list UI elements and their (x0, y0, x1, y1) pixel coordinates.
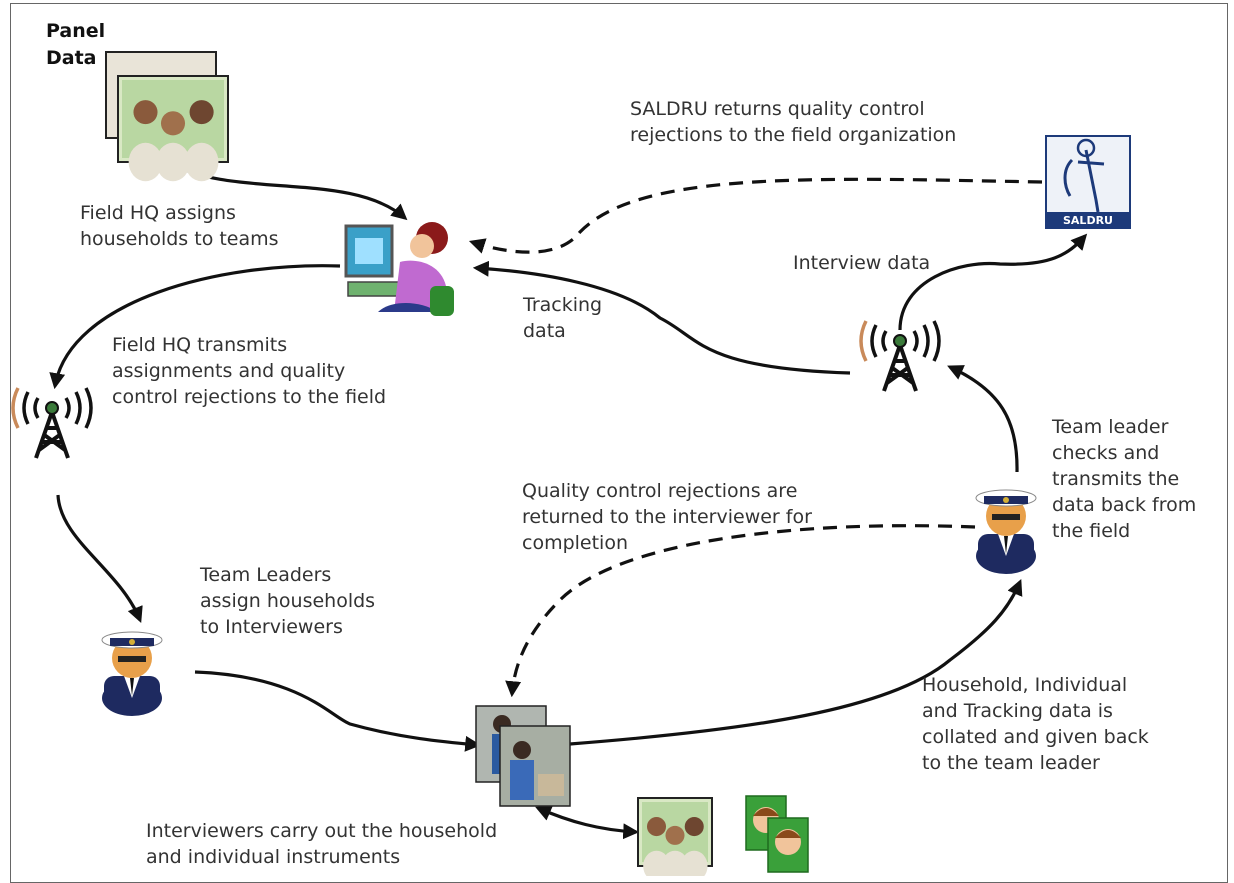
left-radio-tower-icon (11, 386, 93, 460)
field-hq-assigns-line-1: Field HQ assigns (80, 202, 236, 224)
edge-leader-to-right-tower (947, 365, 1019, 473)
edge-leader-to-interviewers-dashed (505, 524, 976, 698)
field-hq-transmits-label: Field HQ transmits assignments and quali… (112, 332, 386, 410)
tracking-data-line-1: Tracking (523, 294, 603, 316)
edge-hq-to-left-tower (49, 264, 341, 390)
edge-tower-to-saldru (898, 233, 1088, 331)
edge-interviewers-to-leader (569, 579, 1023, 746)
interviewers-photos (475, 705, 571, 807)
panel-data-title-line-2: Data (46, 47, 97, 69)
diagram-nodes: SALDRU (11, 51, 1131, 876)
edge-left-tower-to-leader (56, 494, 143, 623)
team-leaders-assign-line-3: to Interviewers (200, 616, 343, 638)
tracking-data-label: Tracking data (523, 292, 602, 344)
saldru-returns-line-1: SALDRU returns quality control (630, 98, 925, 120)
interview-data-label: Interview data (793, 250, 930, 276)
interviewers-carry-out-label: Interviewers carry out the household and… (146, 818, 497, 870)
saldru-returns-label: SALDRU returns quality control rejection… (630, 96, 956, 148)
team-leader-checks-line-2: checks and (1052, 442, 1160, 464)
tracking-data-line-2: data (523, 320, 566, 342)
field-hq-computer-icon (344, 222, 454, 316)
team-leader-checks-line-4: data back from (1052, 494, 1197, 516)
household-collated-line-3: collated and given back (922, 726, 1149, 748)
edge-tower-to-hq (472, 260, 851, 375)
team-leader-left-icon (101, 631, 163, 717)
team-leaders-assign-line-1: Team Leaders (200, 564, 332, 586)
diagram-edges (49, 160, 1088, 840)
qc-rejections-line-3: completion (522, 532, 629, 554)
qc-rejections-line-1: Quality control rejections are (522, 480, 798, 502)
field-hq-assigns-line-2: households to teams (80, 228, 279, 250)
field-hq-transmits-line-1: Field HQ transmits (112, 334, 288, 356)
saldru-logo: SALDRU (1045, 135, 1131, 229)
right-radio-tower-icon (859, 319, 941, 393)
team-leader-checks-line-3: transmits the (1052, 468, 1180, 490)
team-leader-checks-line-5: the field (1052, 520, 1131, 542)
interviewers-carry-out-line-2: and individual instruments (146, 846, 401, 868)
panel-data-photos (105, 51, 229, 182)
household-collated-label: Household, Individual and Tracking data … (922, 672, 1149, 776)
saldru-logo-text: SALDRU (1063, 214, 1113, 227)
individual-icons (745, 795, 809, 873)
interview-data-line-1: Interview data (793, 252, 931, 274)
team-leaders-assign-line-2: assign households (200, 590, 376, 612)
field-hq-transmits-line-2: assignments and quality (112, 360, 346, 382)
team-leader-checks-label: Team leader checks and transmits the dat… (1052, 414, 1196, 544)
edge-saldru-to-hq (468, 177, 1043, 254)
panel-data-title: Panel Data (46, 18, 105, 72)
team-leader-right-icon (975, 489, 1037, 575)
panel-data-title-line-1: Panel (46, 20, 106, 42)
field-hq-transmits-line-3: control rejections to the field (112, 386, 387, 408)
team-leaders-assign-label: Team Leaders assign households to Interv… (200, 562, 375, 640)
household-collated-line-1: Household, Individual (922, 674, 1128, 696)
interviewers-carry-out-line-1: Interviewers carry out the household (146, 820, 498, 842)
household-collated-line-4: to the team leader (922, 752, 1100, 774)
household-collated-line-2: and Tracking data is (922, 700, 1113, 722)
qc-rejections-line-2: returned to the interviewer for (522, 506, 812, 528)
qc-rejections-returned-label: Quality control rejections are returned … (522, 478, 812, 556)
edge-interviewers-panel-photo (535, 805, 640, 840)
edge-leader-to-interviewers (194, 670, 482, 752)
field-hq-assigns-label: Field HQ assigns households to teams (80, 200, 279, 252)
saldru-returns-line-2: rejections to the field organization (630, 124, 957, 146)
household-photo (637, 797, 713, 876)
team-leader-checks-line-1: Team leader (1052, 416, 1169, 438)
